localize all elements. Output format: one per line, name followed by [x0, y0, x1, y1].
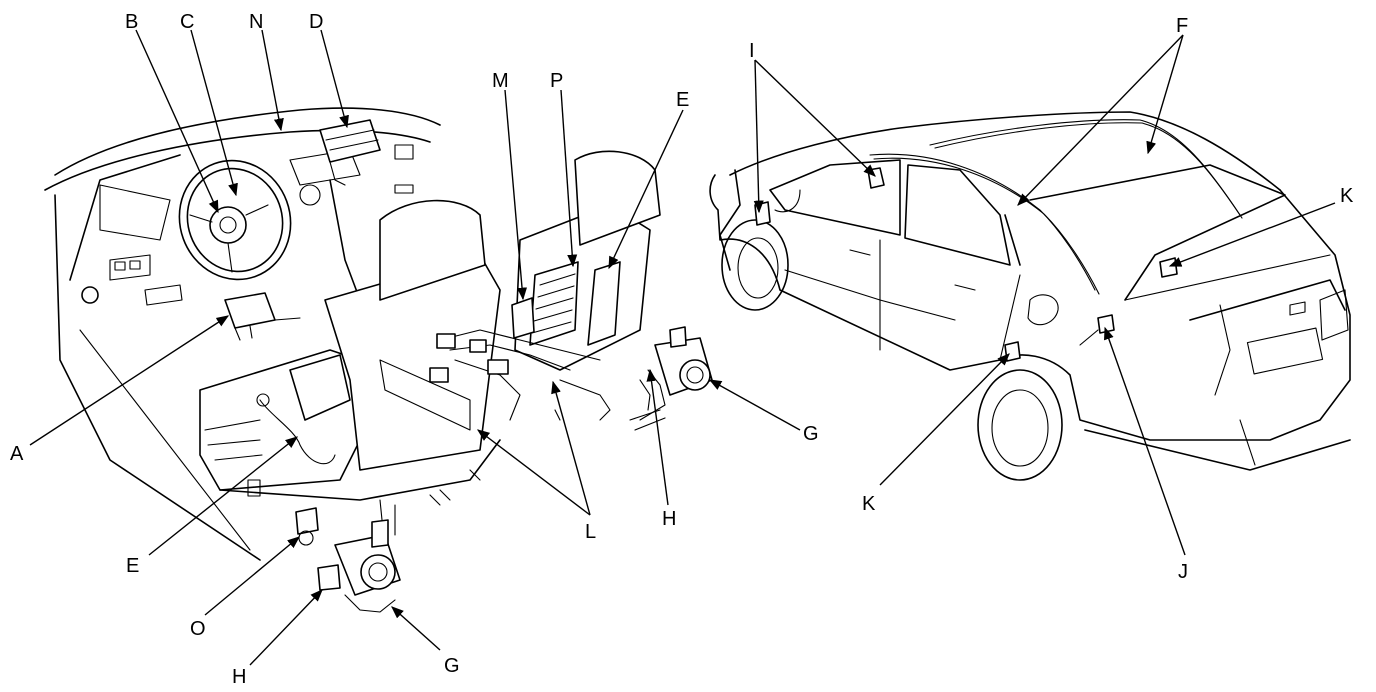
callout-n: N: [249, 11, 263, 33]
callout-f: F: [1176, 15, 1188, 37]
callout-g-front: G: [444, 655, 460, 677]
callout-l: L: [585, 521, 596, 543]
callout-i: I: [749, 40, 755, 62]
callout-e-rear-seat: E: [676, 89, 689, 111]
callout-d: D: [309, 11, 323, 33]
callout-h-rear: H: [662, 508, 676, 530]
callout-p: P: [550, 70, 563, 92]
callout-j: J: [1178, 561, 1188, 583]
callout-a: A: [10, 443, 24, 465]
callout-labels: A B C N D M P E E I F K K G G H H L O J: [10, 11, 1354, 688]
callout-m: M: [492, 70, 509, 92]
callout-h-front: H: [232, 666, 246, 688]
callout-g-rear: G: [803, 423, 819, 445]
vehicle-interior-illustration: [44, 107, 713, 613]
callout-k-side: K: [862, 493, 876, 515]
callout-c: C: [180, 11, 194, 33]
callout-leader-lines: [29, 29, 1336, 666]
callout-e-front-seat: E: [126, 555, 139, 577]
callout-b: B: [125, 11, 138, 33]
callout-o: O: [190, 618, 206, 640]
callout-k-rear: K: [1340, 185, 1354, 207]
